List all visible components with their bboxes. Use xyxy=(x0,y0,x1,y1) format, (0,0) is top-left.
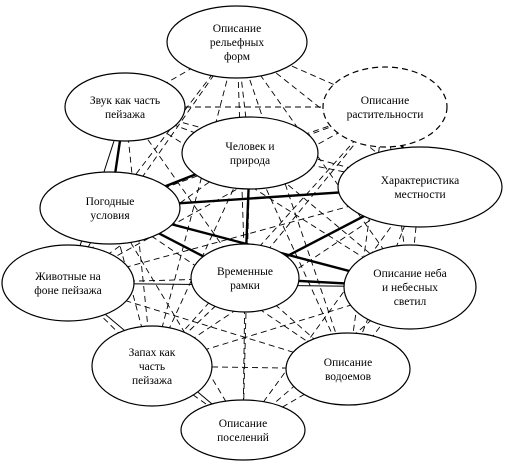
node-label-line: Описание xyxy=(219,418,267,430)
node-weather: Погодные условия xyxy=(39,171,181,245)
node-ellipse xyxy=(181,116,319,190)
node-label-line: Звук как часть xyxy=(90,95,160,107)
edge-relief-smell xyxy=(151,41,238,367)
node-label-line: Описание xyxy=(361,95,409,107)
node-label-line: Описание неба xyxy=(373,268,446,280)
node-label-line: местности xyxy=(394,189,445,201)
node-time: Временные рамки xyxy=(190,243,300,313)
node-label-line: водоемов xyxy=(325,371,372,383)
node-label-line: Запах как xyxy=(129,347,176,359)
node-ellipse xyxy=(166,5,308,79)
node-label-line: рамки xyxy=(230,280,260,292)
node-label-line: растительности xyxy=(347,109,424,121)
node-label-line: форм xyxy=(224,51,251,63)
node-ellipse xyxy=(190,243,300,313)
node-ellipse xyxy=(180,399,306,461)
node-water: Описание водоемов xyxy=(285,332,411,406)
node-ellipse xyxy=(343,244,477,330)
node-vegetation: Описание растительности xyxy=(322,66,448,148)
edge-terrain-settlements xyxy=(242,186,421,431)
node-settlements: Описание поселений xyxy=(180,399,306,461)
node-ellipse xyxy=(64,72,186,142)
edge-smell-vegetation xyxy=(151,106,386,367)
node-label-line: пейзажа xyxy=(132,375,172,387)
node-ellipse xyxy=(322,66,448,148)
edge-relief-water xyxy=(236,41,349,370)
node-label-line: Описание xyxy=(213,23,261,35)
node-ellipse xyxy=(39,171,181,245)
node-ellipse xyxy=(337,146,503,228)
edge-sound-sky xyxy=(124,106,411,288)
node-ellipse xyxy=(1,244,135,322)
edge-weather-settlements xyxy=(109,207,244,431)
node-smell: Запах как часть пейзажа xyxy=(91,325,213,407)
node-label-line: Характеристика xyxy=(381,175,460,187)
edge-vegetation-animals xyxy=(67,106,386,284)
node-label-line: пейзажа xyxy=(105,109,145,121)
node-label-line: рельефных xyxy=(210,37,264,49)
node-label-line: и небесных xyxy=(382,282,438,294)
node-label-line: Временные xyxy=(217,266,273,278)
node-label-line: Погодные xyxy=(86,196,135,208)
node-sky: Описание неба и небесных светил xyxy=(343,244,477,330)
node-ellipse xyxy=(91,325,213,407)
node-sound: Звук как часть пейзажа xyxy=(64,72,186,142)
node-relief: Описание рельефных форм xyxy=(166,5,308,79)
node-label-line: Описание xyxy=(324,357,372,369)
node-label-line: светил xyxy=(394,296,427,308)
node-label-line: условия xyxy=(90,210,130,222)
node-ellipse xyxy=(285,332,411,406)
node-label-line: Животные на xyxy=(35,271,101,283)
node-human: Человек и природа xyxy=(181,116,319,190)
edge-vegetation-water xyxy=(347,106,386,370)
node-label-line: поселений xyxy=(217,432,269,444)
node-animals: Животные на фоне пейзажа xyxy=(1,244,135,322)
edge-human-settlements xyxy=(242,152,251,431)
node-terrain: Характеристика местности xyxy=(337,146,503,228)
node-label-line: природа xyxy=(230,155,270,167)
node-label-line: Человек и xyxy=(225,141,274,153)
node-label-line: часть xyxy=(139,361,165,373)
node-label-line: фоне пейзажа xyxy=(34,285,101,297)
